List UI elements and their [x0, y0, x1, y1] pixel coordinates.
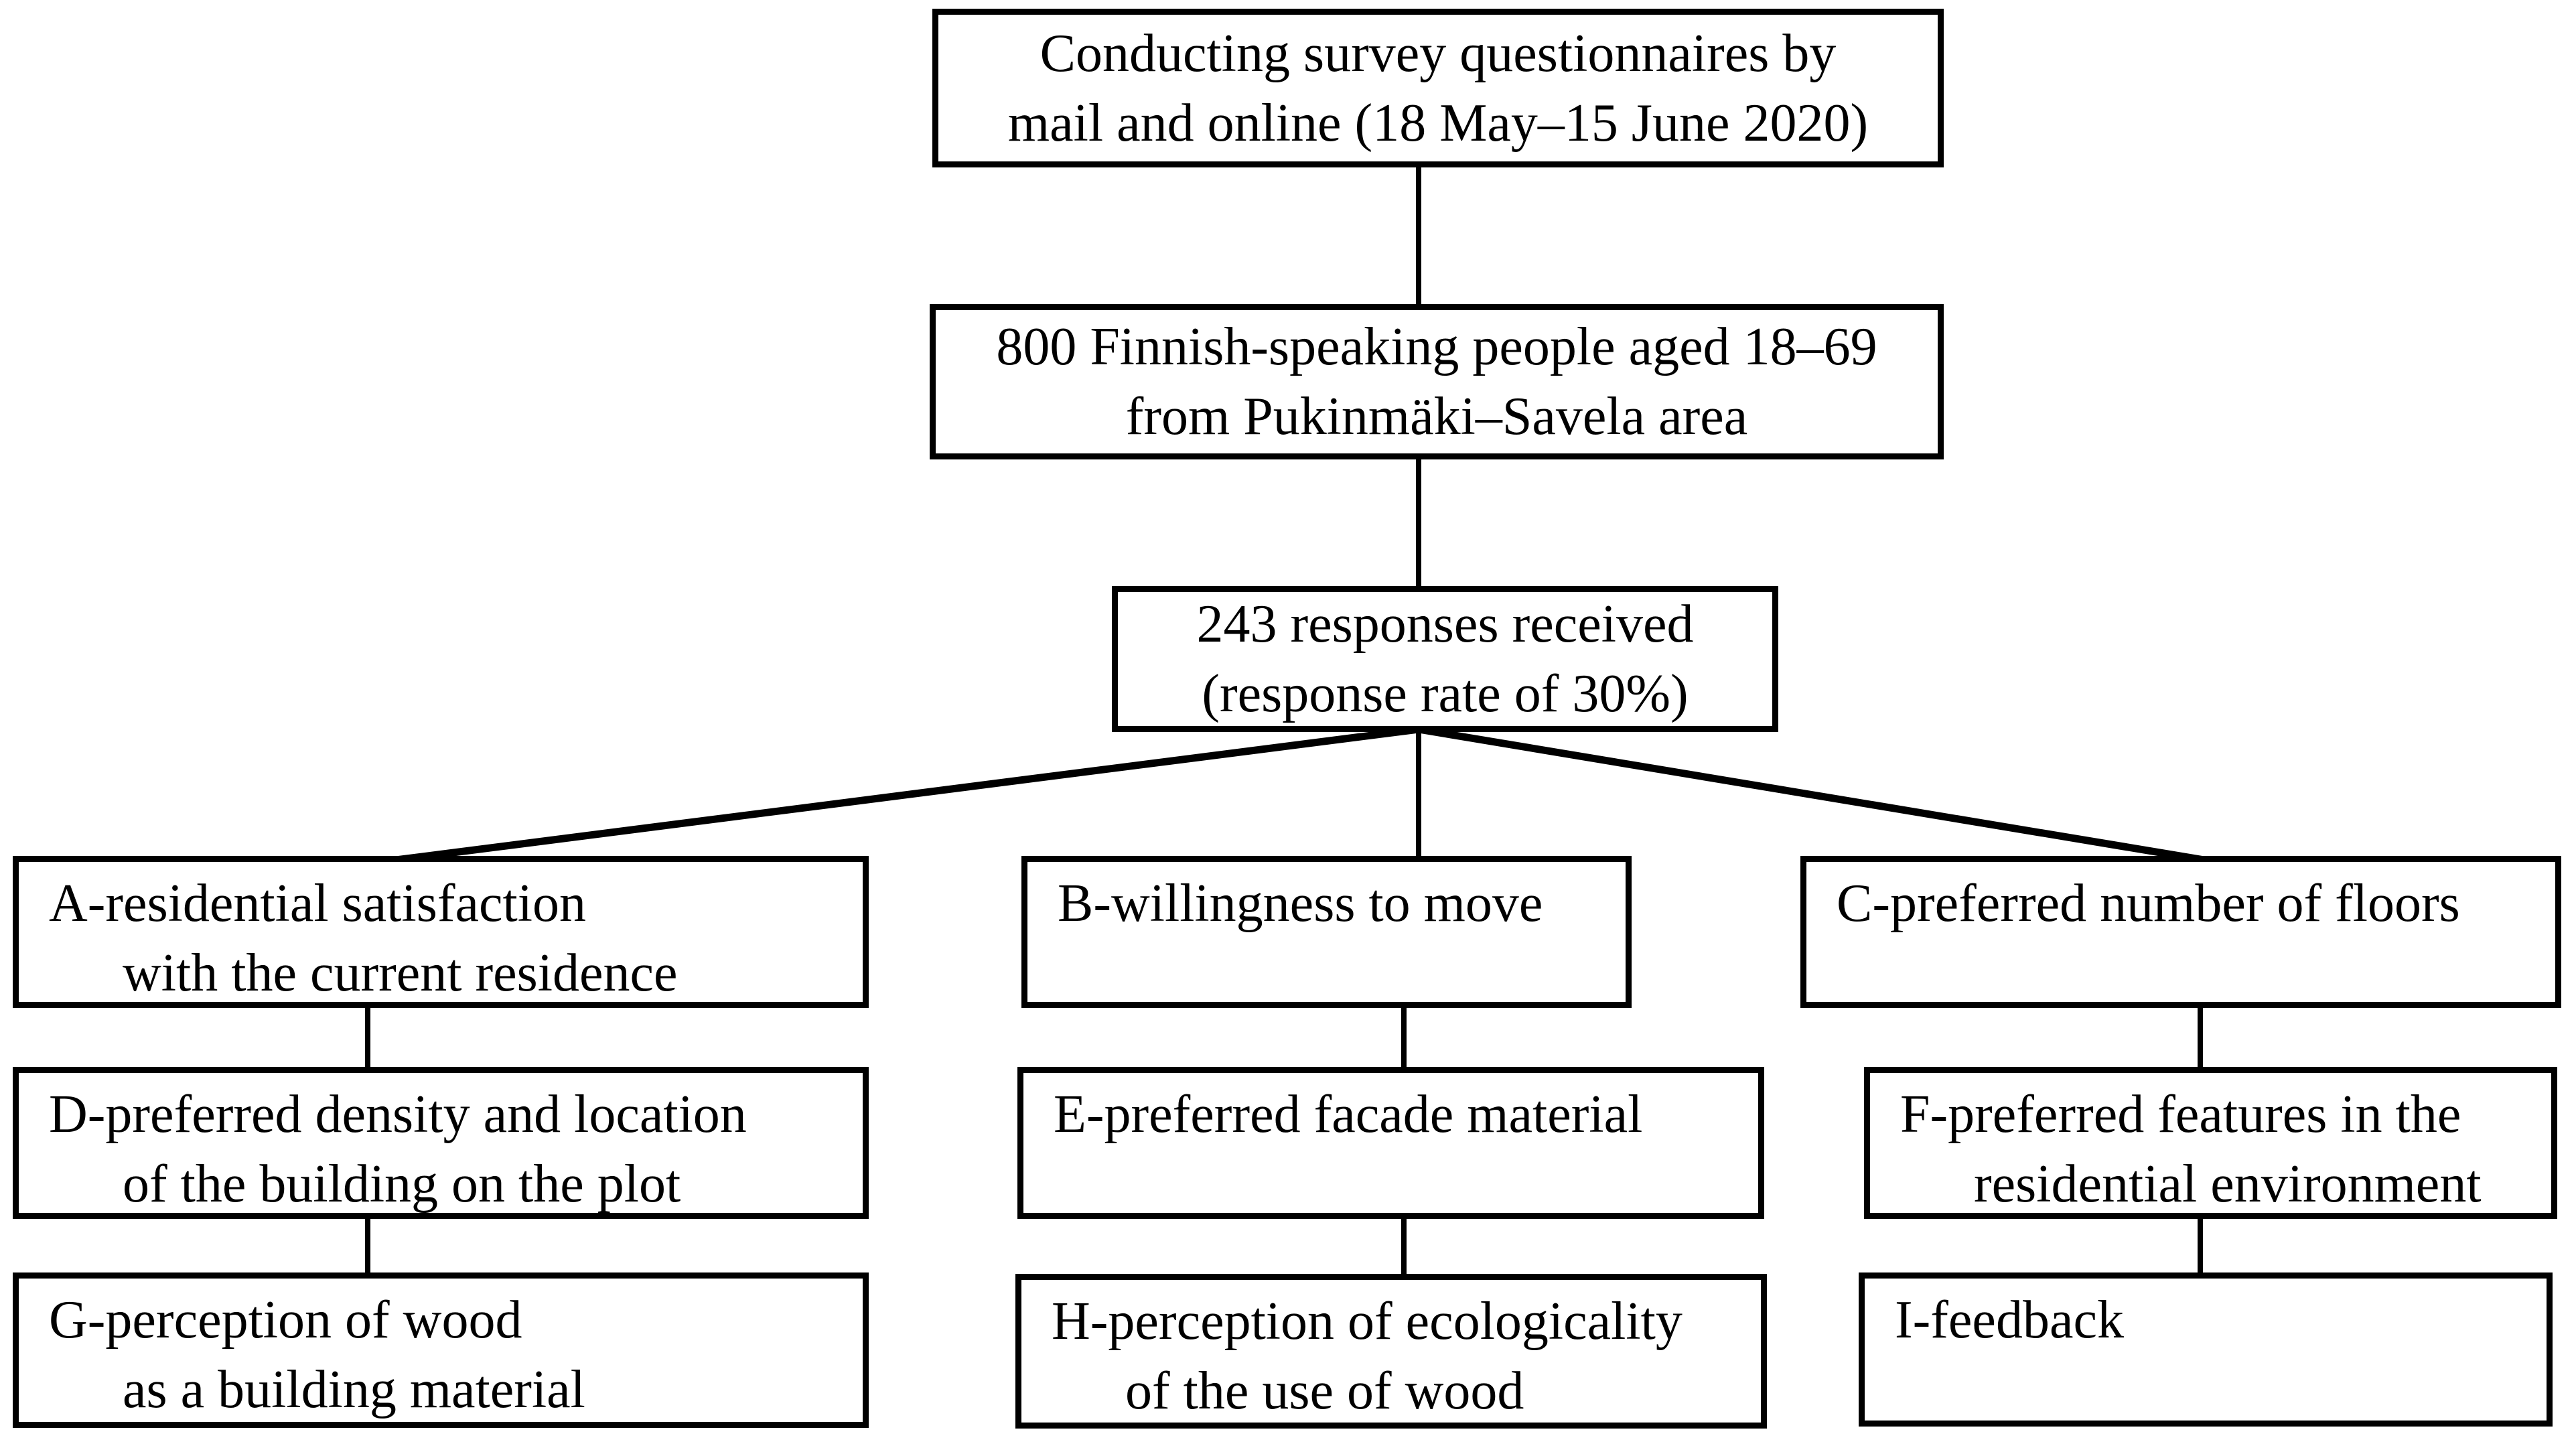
section-g-box: G-perception of wood as a building mater…: [13, 1273, 869, 1428]
section-b-box: B-willingness to move: [1021, 856, 1632, 1008]
section-d-box: D-preferred density and location of the …: [13, 1067, 869, 1219]
survey-method-line-2: mail and online (18 May–15 June 2020): [1007, 93, 1869, 153]
section-a-line-1: A-residential satisfaction: [49, 874, 586, 933]
section-a-line-2: with the current residence: [123, 944, 678, 1003]
section-d-line-1: D-preferred density and location: [49, 1085, 747, 1144]
section-b-line-1: B-willingness to move: [1058, 874, 1543, 933]
sample-line-2: from Pukinmäki–Savela area: [1125, 387, 1748, 446]
connector-responses-to-c: [1418, 725, 2205, 864]
responses-line-1: 243 responses received: [1196, 595, 1694, 654]
connector-responses-to-a: [395, 725, 1419, 864]
section-a-box: A-residential satisfaction with the curr…: [13, 856, 869, 1008]
section-g-line-1: G-perception of wood: [49, 1291, 522, 1350]
responses-line-2: (response rate of 30%): [1202, 664, 1689, 723]
section-f-line-2: residential environment: [1974, 1155, 2482, 1214]
section-e-box: E-preferred facade material: [1017, 1067, 1764, 1219]
section-f-line-1: F-preferred features in the: [1900, 1085, 2461, 1144]
section-e-line-1: E-preferred facade material: [1054, 1085, 1643, 1144]
section-h-line-1: H-perception of ecologicality: [1052, 1292, 1683, 1351]
section-i-box: I-feedback: [1859, 1273, 2553, 1427]
section-h-line-2: of the use of wood: [1125, 1362, 1524, 1421]
section-d-line-2: of the building on the plot: [123, 1155, 681, 1214]
responses-box: 243 responses received (response rate of…: [1112, 586, 1778, 732]
section-g-line-2: as a building material: [123, 1360, 585, 1419]
section-i-line-1: I-feedback: [1895, 1291, 2124, 1350]
sample-line-1: 800 Finnish-speaking people aged 18–69: [996, 317, 1877, 376]
section-c-box: C-preferred number of floors: [1800, 856, 2561, 1008]
section-h-box: H-perception of ecologicality of the use…: [1015, 1274, 1767, 1429]
survey-method-box: Conducting survey questionnaires by mail…: [932, 9, 1944, 167]
survey-method-line-1: Conducting survey questionnaires by: [1040, 23, 1837, 83]
section-f-box: F-preferred features in the residential …: [1864, 1067, 2557, 1219]
sample-box: 800 Finnish-speaking people aged 18–69 f…: [930, 304, 1944, 459]
section-c-line-1: C-preferred number of floors: [1837, 874, 2460, 933]
